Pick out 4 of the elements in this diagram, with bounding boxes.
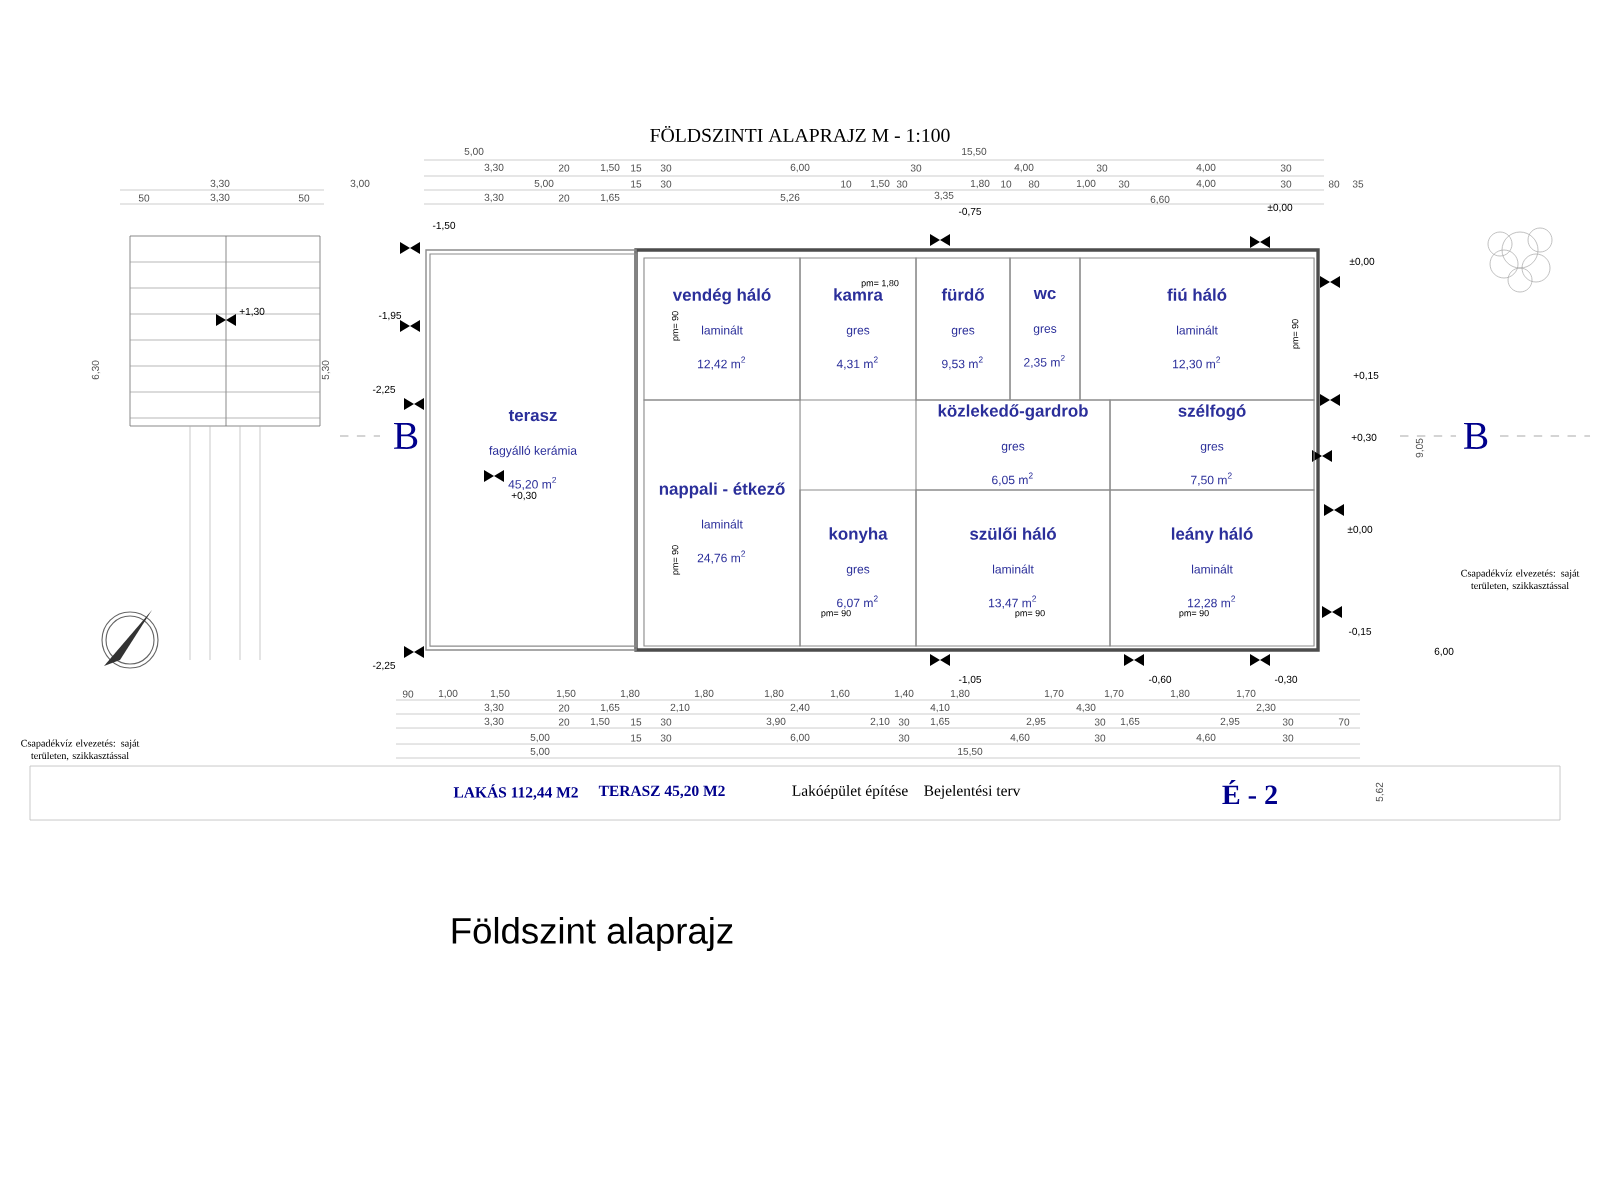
caption: Földszint alaprajz: [452, 916, 733, 952]
drawing-title: FÖLDSZINTI ALAPRAJZ M - 1:100: [650, 125, 950, 143]
sheet-number: É - 2: [1222, 779, 1277, 805]
section-letter: B: [1464, 423, 1488, 449]
